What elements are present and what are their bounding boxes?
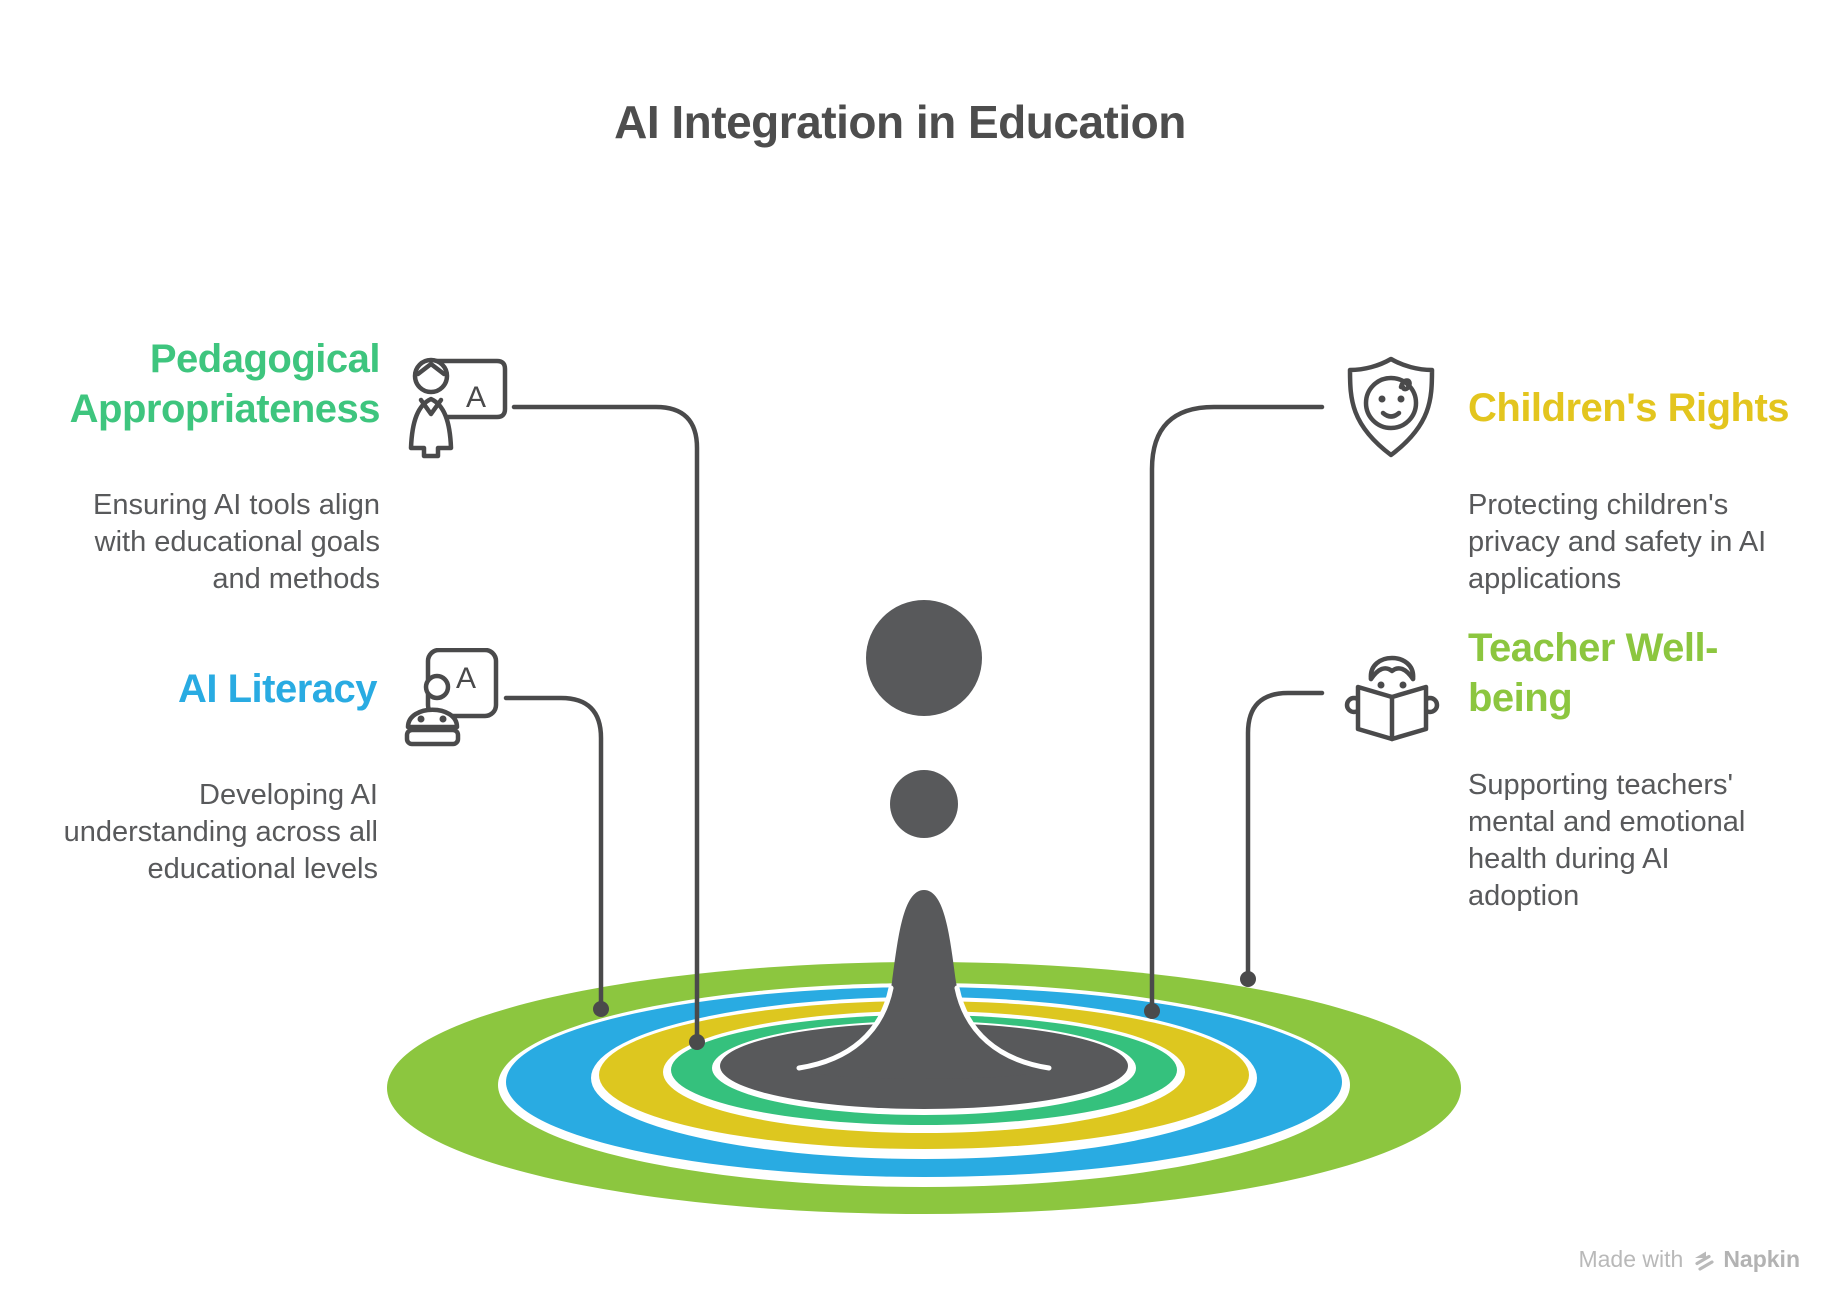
desc-line: mental and emotional bbox=[1468, 806, 1746, 838]
desc-line: understanding across all bbox=[63, 816, 378, 848]
child-smile bbox=[1380, 410, 1402, 419]
splash-skirt-highlight-left bbox=[796, 985, 894, 1071]
child-hair-curl bbox=[1398, 378, 1412, 392]
section-title-line: Pedagogical bbox=[149, 337, 381, 381]
desc-line: adoption bbox=[1468, 880, 1580, 912]
section-desc-ai-literacy: Developing AI understanding across all e… bbox=[38, 777, 378, 888]
teacher-gown bbox=[408, 396, 454, 459]
teacher-hair bbox=[415, 361, 447, 377]
section-title-line: Appropriateness bbox=[69, 387, 381, 431]
flipboard-letter: A bbox=[466, 381, 486, 414]
section-desc-childrens-rights: Protecting children's privacy and safety… bbox=[1468, 487, 1828, 598]
connector-line-ai-literacy bbox=[503, 695, 604, 1012]
splash-skirt-highlights bbox=[796, 985, 1052, 1071]
desc-line: educational levels bbox=[147, 853, 378, 885]
desc-line: Protecting children's bbox=[1468, 489, 1729, 521]
desc-line: Ensuring AI tools align bbox=[93, 489, 380, 521]
teacher-presenting-icon: A bbox=[405, 355, 510, 460]
robot-head bbox=[405, 707, 460, 730]
shield-outline bbox=[1347, 356, 1435, 458]
splash-droplet-small bbox=[890, 770, 958, 838]
section-title-pedagogical: Pedagogical Appropriateness bbox=[40, 334, 381, 434]
desc-line: and methods bbox=[212, 563, 380, 595]
section-desc-teacher-well-being: Supporting teachers' mental and emotiona… bbox=[1468, 767, 1828, 915]
section-title-line: AI Literacy bbox=[177, 667, 378, 711]
connector-dot-childrens-rights bbox=[1144, 1003, 1160, 1019]
robot-eye-right bbox=[439, 715, 447, 723]
connector-dots bbox=[593, 971, 1256, 1050]
connector-dot-pedagogical bbox=[689, 1034, 705, 1050]
robot-eye-left bbox=[417, 715, 425, 723]
robot-mouth-band bbox=[404, 727, 461, 747]
child-shield-icon bbox=[1345, 355, 1440, 460]
section-title-line: Teacher Well- bbox=[1468, 626, 1718, 670]
child-eye-right bbox=[1397, 395, 1405, 403]
robot-antenna bbox=[423, 673, 451, 701]
splash-skirt-highlight-right bbox=[954, 985, 1052, 1071]
napkin-logo-triangle bbox=[1695, 1251, 1707, 1258]
reader-hair-fringe bbox=[1368, 666, 1416, 682]
splash-group bbox=[720, 600, 1128, 1109]
napkin-logo-icon bbox=[1695, 1251, 1714, 1271]
board-letter: A bbox=[456, 662, 476, 695]
splash-droplet-large bbox=[866, 600, 982, 716]
footer-brand-text: Napkin bbox=[1723, 1246, 1800, 1272]
section-title-line: Children's Rights bbox=[1468, 386, 1790, 430]
connector-line-childrens-rights bbox=[1149, 404, 1325, 1014]
footer-credit: Made with Napkin bbox=[1578, 1246, 1800, 1273]
section-title-ai-literacy: AI Literacy bbox=[37, 664, 378, 714]
desc-line: Supporting teachers' bbox=[1468, 769, 1734, 801]
person-reading-icon bbox=[1342, 645, 1442, 745]
desc-line: Developing AI bbox=[199, 779, 378, 811]
section-title-childrens-rights: Children's Rights bbox=[1468, 383, 1848, 433]
napkin-logo-stripe-2 bbox=[1698, 1259, 1714, 1271]
robot-board-icon: A bbox=[400, 647, 500, 748]
reader-eye-right bbox=[1399, 681, 1407, 689]
connector-line-teacher-well-being bbox=[1245, 690, 1325, 982]
connector-line-pedagogical bbox=[511, 404, 700, 1045]
reader-eye-left bbox=[1377, 681, 1385, 689]
section-title-teacher-well-being: Teacher Well- being bbox=[1468, 623, 1848, 723]
page-title: AI Integration in Education bbox=[614, 96, 1186, 148]
desc-line: with educational goals bbox=[94, 526, 380, 558]
desc-line: health during AI bbox=[1468, 843, 1670, 875]
section-desc-pedagogical: Ensuring AI tools align with educational… bbox=[40, 487, 380, 598]
connector-dot-teacher-well-being bbox=[1240, 971, 1256, 987]
napkin-logo-stripe-1 bbox=[1695, 1254, 1711, 1265]
connector-lines bbox=[503, 404, 1325, 1045]
desc-line: applications bbox=[1468, 563, 1622, 595]
flipboard-outline bbox=[426, 358, 508, 420]
desc-line: privacy and safety in AI bbox=[1468, 526, 1767, 558]
footer-made-with-text: Made with bbox=[1578, 1246, 1684, 1272]
child-eye-left bbox=[1378, 395, 1386, 403]
teacher-collar bbox=[418, 397, 444, 417]
connector-dot-ai-literacy bbox=[593, 1001, 609, 1017]
child-face bbox=[1363, 375, 1419, 431]
section-title-line: being bbox=[1468, 676, 1573, 720]
splash-column bbox=[796, 890, 1052, 1079]
